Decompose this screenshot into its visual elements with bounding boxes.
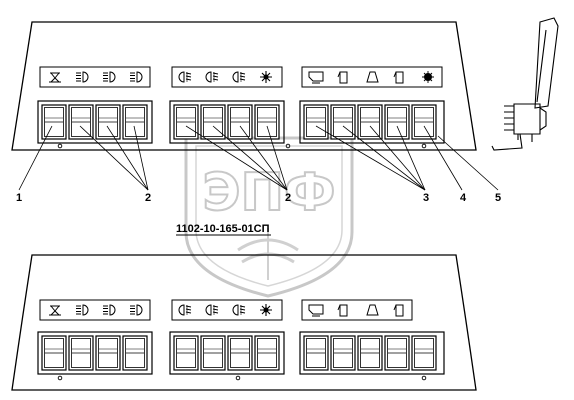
rocker-switch[interactable] [122,335,148,371]
rocker-switch[interactable] [41,335,67,371]
callout-1: 1 [16,192,22,204]
top-panel [11,21,477,151]
callout-2-b: 2 [285,192,291,204]
indicator-lamp [235,375,241,381]
icon-strip-group-1 [39,66,151,88]
rocker-switch[interactable] [122,104,148,140]
rocker-switch[interactable] [254,104,280,140]
indicator-lamp [421,143,427,149]
callout-2: 2 [145,192,151,204]
callout-5: 5 [495,192,501,204]
rocker-switch[interactable] [254,335,280,371]
rocker-switch[interactable] [384,335,410,371]
rocker-switch[interactable] [173,104,199,140]
icon-strip-group-2 [171,66,283,88]
watermark-text: ЭПФ [202,163,335,223]
rocker-switch[interactable] [303,335,329,371]
indicator-lamp [57,375,63,381]
rocker-switch[interactable] [303,104,329,140]
leader-lines [18,125,499,191]
rocker-switch[interactable] [227,104,253,140]
icon-strip-group-3 [301,66,443,88]
indicator-lamp [57,143,63,149]
indicator-lamp [285,143,291,149]
rocker-switch[interactable] [330,335,356,371]
rocker-switch[interactable] [227,335,253,371]
rocker-switch[interactable] [411,335,437,371]
variant-caption-text: 1102-10-165-01СП [176,223,270,235]
rocker-switch[interactable] [200,335,226,371]
rocker-switch[interactable] [411,104,437,140]
icon-strip-group-2 [171,299,283,321]
callout-3: 3 [423,192,429,204]
icon-strip-group-3 [301,299,413,321]
rocker-switch[interactable] [200,104,226,140]
variant-caption: 1102-10-165-01СП [176,223,271,236]
watermark: ЭПФ [184,136,354,298]
icon-strip-group-1 [39,299,151,321]
rocker-switch[interactable] [68,335,94,371]
rocker-switch[interactable] [173,335,199,371]
callout-4: 4 [460,192,467,204]
rocker-switch[interactable] [41,104,67,140]
rocker-switch[interactable] [357,104,383,140]
rocker-switch[interactable] [68,104,94,140]
switch-side-view [491,17,559,151]
indicator-lamp [421,375,427,381]
bottom-panel [11,254,477,391]
rocker-switch[interactable] [357,335,383,371]
rocker-switch[interactable] [384,104,410,140]
rocker-switch[interactable] [330,104,356,140]
rocker-switch[interactable] [95,335,121,371]
rocker-switch[interactable] [95,104,121,140]
